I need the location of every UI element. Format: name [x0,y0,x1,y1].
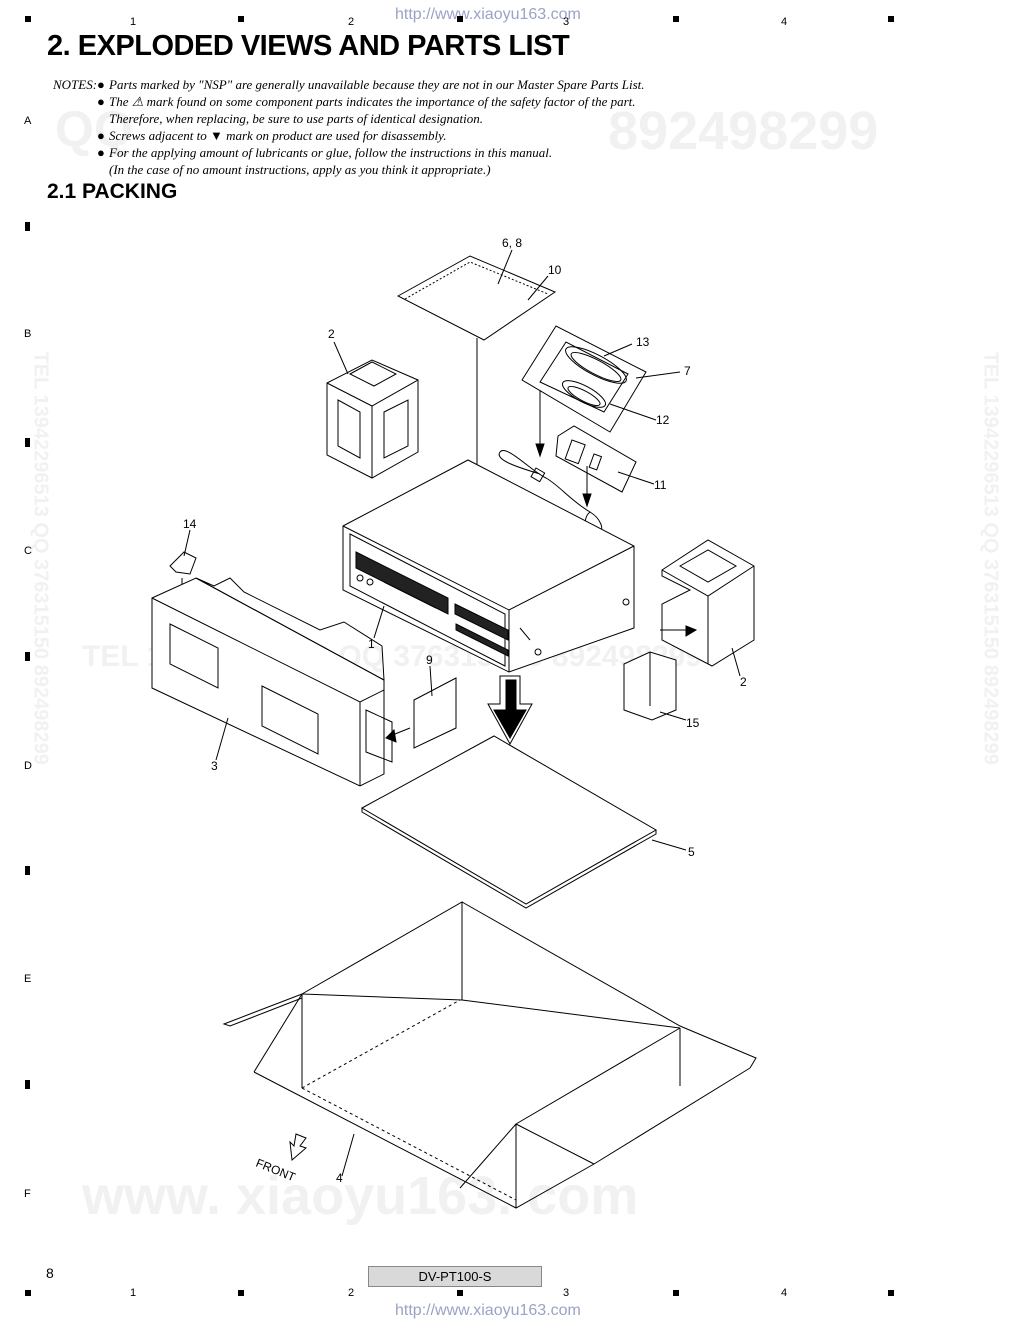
note-text: Therefore, when replacing, be sure to us… [109,111,483,126]
note-text: For the applying amount of lubricants or… [109,145,553,160]
bullet-icon: ● [97,128,105,143]
grid-mark [888,1290,894,1296]
callout-9: 9 [426,653,433,667]
footer-url[interactable]: http://www.xiaoyu163.com [395,1302,581,1319]
grid-mark [238,16,244,22]
watermark-qq-right: 892498299 [608,101,879,161]
grid-col-2-bottom: 2 [348,1287,355,1299]
note-text: (In the case of no amount instructions, … [109,162,491,177]
grid-row-e: E [24,973,32,985]
note-line: ● The ⚠ mark found on some component part… [97,93,636,110]
note-text: Screws adjacent to ▼ mark on product are… [109,128,447,143]
grid-mark [25,866,30,875]
bullet-icon: ● [97,145,105,160]
grid-mark [888,16,894,22]
watermark-qq-left: QQ [55,101,133,157]
grid-mark [25,438,30,447]
notes-label: NOTES: [53,77,98,92]
grid-mark [673,1290,679,1296]
grid-row-d: D [24,760,32,772]
leader-lines [183,249,741,1177]
callout-2-lower: 2 [740,675,747,689]
callout-13: 13 [636,335,650,349]
grid-col-1-top: 1 [130,16,137,28]
note-line: ● Screws adjacent to ▼ mark on product ar… [97,127,447,144]
grid-mark [238,1290,244,1296]
callout-2-upper: 2 [328,327,335,341]
grid-mark [25,222,30,231]
note-line: Therefore, when replacing, be sure to us… [109,110,483,127]
callout-1: 1 [368,637,375,651]
grid-col-4-top: 4 [781,16,788,28]
grid-row-f: F [24,1188,31,1200]
grid-row-c: C [24,545,32,557]
down-arrow-icon [487,675,533,746]
cushion-sheet [623,651,677,721]
callout-7: 7 [684,364,691,378]
carton-box [222,901,757,1209]
callout-6-8: 6, 8 [502,236,522,250]
note-line: (In the case of no amount instructions, … [109,161,491,178]
watermark-www: www. xiaoyu163. com [82,1166,639,1226]
foam-pad-front [151,577,411,787]
front-arrow-icon [289,1133,307,1161]
grid-mark [673,16,679,22]
callout-12: 12 [656,413,670,427]
grid-mark [25,16,31,22]
note-line: ● For the applying amount of lubricants o… [97,144,553,161]
grid-mark [25,1290,31,1296]
grid-mark [457,16,463,22]
grid-mark [25,1080,30,1089]
grid-row-a: A [24,115,32,127]
grid-row-b: B [24,328,32,340]
callout-3: 3 [211,759,218,773]
callout-4: 4 [336,1171,343,1185]
callout-15: 15 [686,716,700,730]
note-text: The ⚠ mark found on some component parts… [109,94,636,109]
note-text: Parts marked by "NSP" are generally unav… [109,77,645,92]
foam-pad-left [326,359,419,479]
callout-5: 5 [688,845,695,859]
grid-col-3-bottom: 3 [563,1287,570,1299]
bullet-icon: ● [97,94,105,109]
header-url[interactable]: http://www.xiaoyu163.com [395,6,581,23]
page-number: 8 [46,1265,54,1281]
grid-col-3-top: 3 [563,16,570,28]
note-line: ● Parts marked by "NSP" are generally una… [97,76,645,93]
callout-10: 10 [548,263,562,277]
main-unit [342,459,635,673]
front-label: FRONT [254,1156,298,1185]
foam-pad-right [660,539,755,667]
grid-col-4-bottom: 4 [781,1287,788,1299]
model-label: DV-PT100-S [368,1266,542,1287]
grid-col-1-bottom: 1 [130,1287,137,1299]
page-title: 2. EXPLODED VIEWS AND PARTS LIST [47,30,570,62]
protection-sheet [413,677,457,749]
grid-mark [25,652,30,661]
base-sheet [360,735,658,909]
remote-control [555,425,637,508]
section-title: 2.1 PACKING [47,180,178,203]
bullet-icon: ● [97,77,105,92]
grid-mark [457,1290,463,1296]
callout-14: 14 [183,517,197,531]
grid-col-2-top: 2 [348,16,355,28]
callout-11: 11 [654,478,667,492]
